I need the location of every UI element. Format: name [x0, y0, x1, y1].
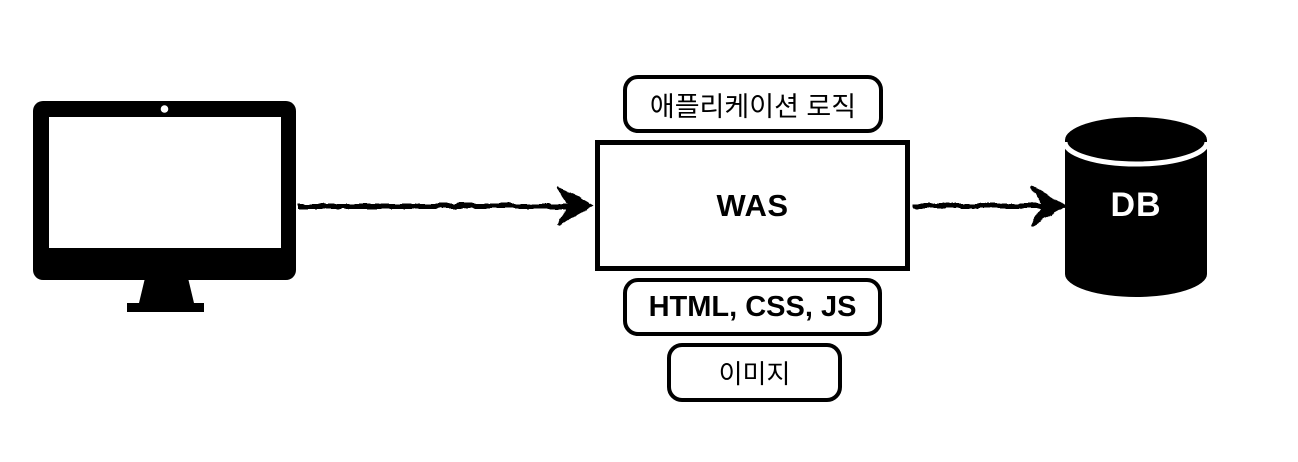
monitor-screen — [49, 117, 281, 248]
monitor-icon — [33, 101, 296, 312]
monitor-base — [127, 303, 204, 312]
monitor-camera-dot — [160, 105, 169, 113]
arrow-head-icon — [1030, 186, 1068, 226]
annotation-image: 이미지 — [667, 343, 842, 402]
database-cylinder-icon — [1062, 117, 1210, 297]
db-lid-highlight — [1062, 141, 1210, 167]
db-label: DB — [1110, 186, 1162, 224]
monitor-stand — [139, 278, 194, 303]
annotation-application-logic: 애플리케이션 로직 — [623, 75, 883, 133]
annotation-html-css-js: HTML, CSS, JS — [623, 278, 882, 336]
arrow-was-to-db — [913, 186, 1068, 226]
annotation-image-label: 이미지 — [718, 359, 791, 389]
annotation-html-css-js-label: HTML, CSS, JS — [648, 290, 857, 323]
was-label: WAS — [716, 187, 789, 223]
was-box: WAS — [595, 140, 910, 271]
arrow-head-icon — [557, 186, 595, 226]
arrow-client-to-was — [298, 186, 595, 226]
annotation-application-logic-label: 애플리케이션 로직 — [649, 91, 857, 122]
